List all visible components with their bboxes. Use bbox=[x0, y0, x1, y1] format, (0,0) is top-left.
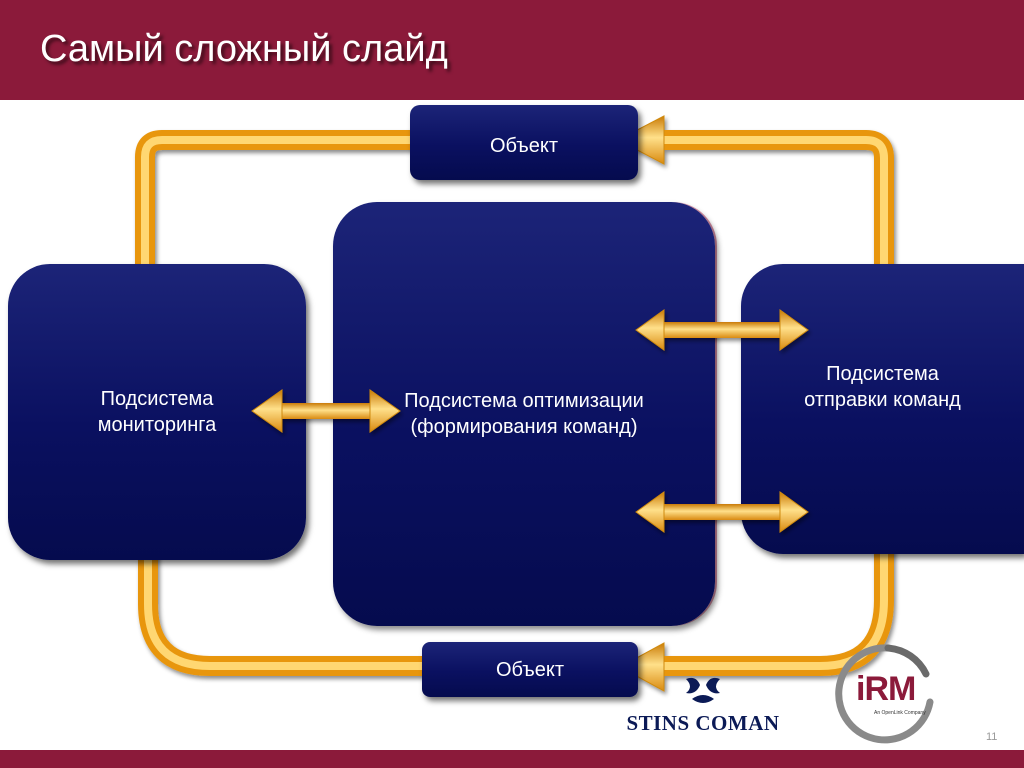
object-top-label: Объект bbox=[489, 135, 559, 157]
slide-number: 11 bbox=[986, 731, 998, 743]
monitoring-label-line2: мониторинга bbox=[97, 414, 217, 436]
footer-bar bbox=[0, 750, 1024, 768]
object-box-top: Объект bbox=[410, 105, 638, 180]
monitoring-subsystem-box: Подсистема мониторинга bbox=[8, 264, 306, 560]
irm-logo: iRM An OpenLink Company bbox=[830, 640, 940, 744]
title-bar: Самый сложный слайд bbox=[0, 0, 1024, 100]
slide-title: Самый сложный слайд bbox=[40, 28, 448, 70]
object-box-bottom: Объект bbox=[422, 642, 638, 697]
optimization-subsystem-box: Подсистема оптимизации (формирования ком… bbox=[333, 202, 715, 626]
monitoring-label-line1: Подсистема bbox=[100, 388, 214, 410]
optimization-label-line1: Подсистема оптимизации bbox=[404, 390, 644, 412]
sending-subsystem-box: Подсистема отправки команд bbox=[741, 264, 1024, 554]
stins-coman-logo: STINS COMAN bbox=[608, 665, 798, 737]
irm-ring-icon bbox=[835, 644, 934, 744]
sending-label-line2: отправки команд bbox=[804, 389, 961, 411]
stins-emblem-icon bbox=[686, 677, 720, 703]
irm-tagline: An OpenLink Company bbox=[874, 710, 926, 716]
stins-coman-text: STINS COMAN bbox=[626, 711, 780, 735]
irm-wordmark: iRM bbox=[856, 670, 916, 708]
optimization-label-line2: (формирования команд) bbox=[410, 416, 638, 438]
sending-label-line1: Подсистема bbox=[826, 363, 939, 385]
object-bottom-label: Объект bbox=[495, 658, 565, 681]
